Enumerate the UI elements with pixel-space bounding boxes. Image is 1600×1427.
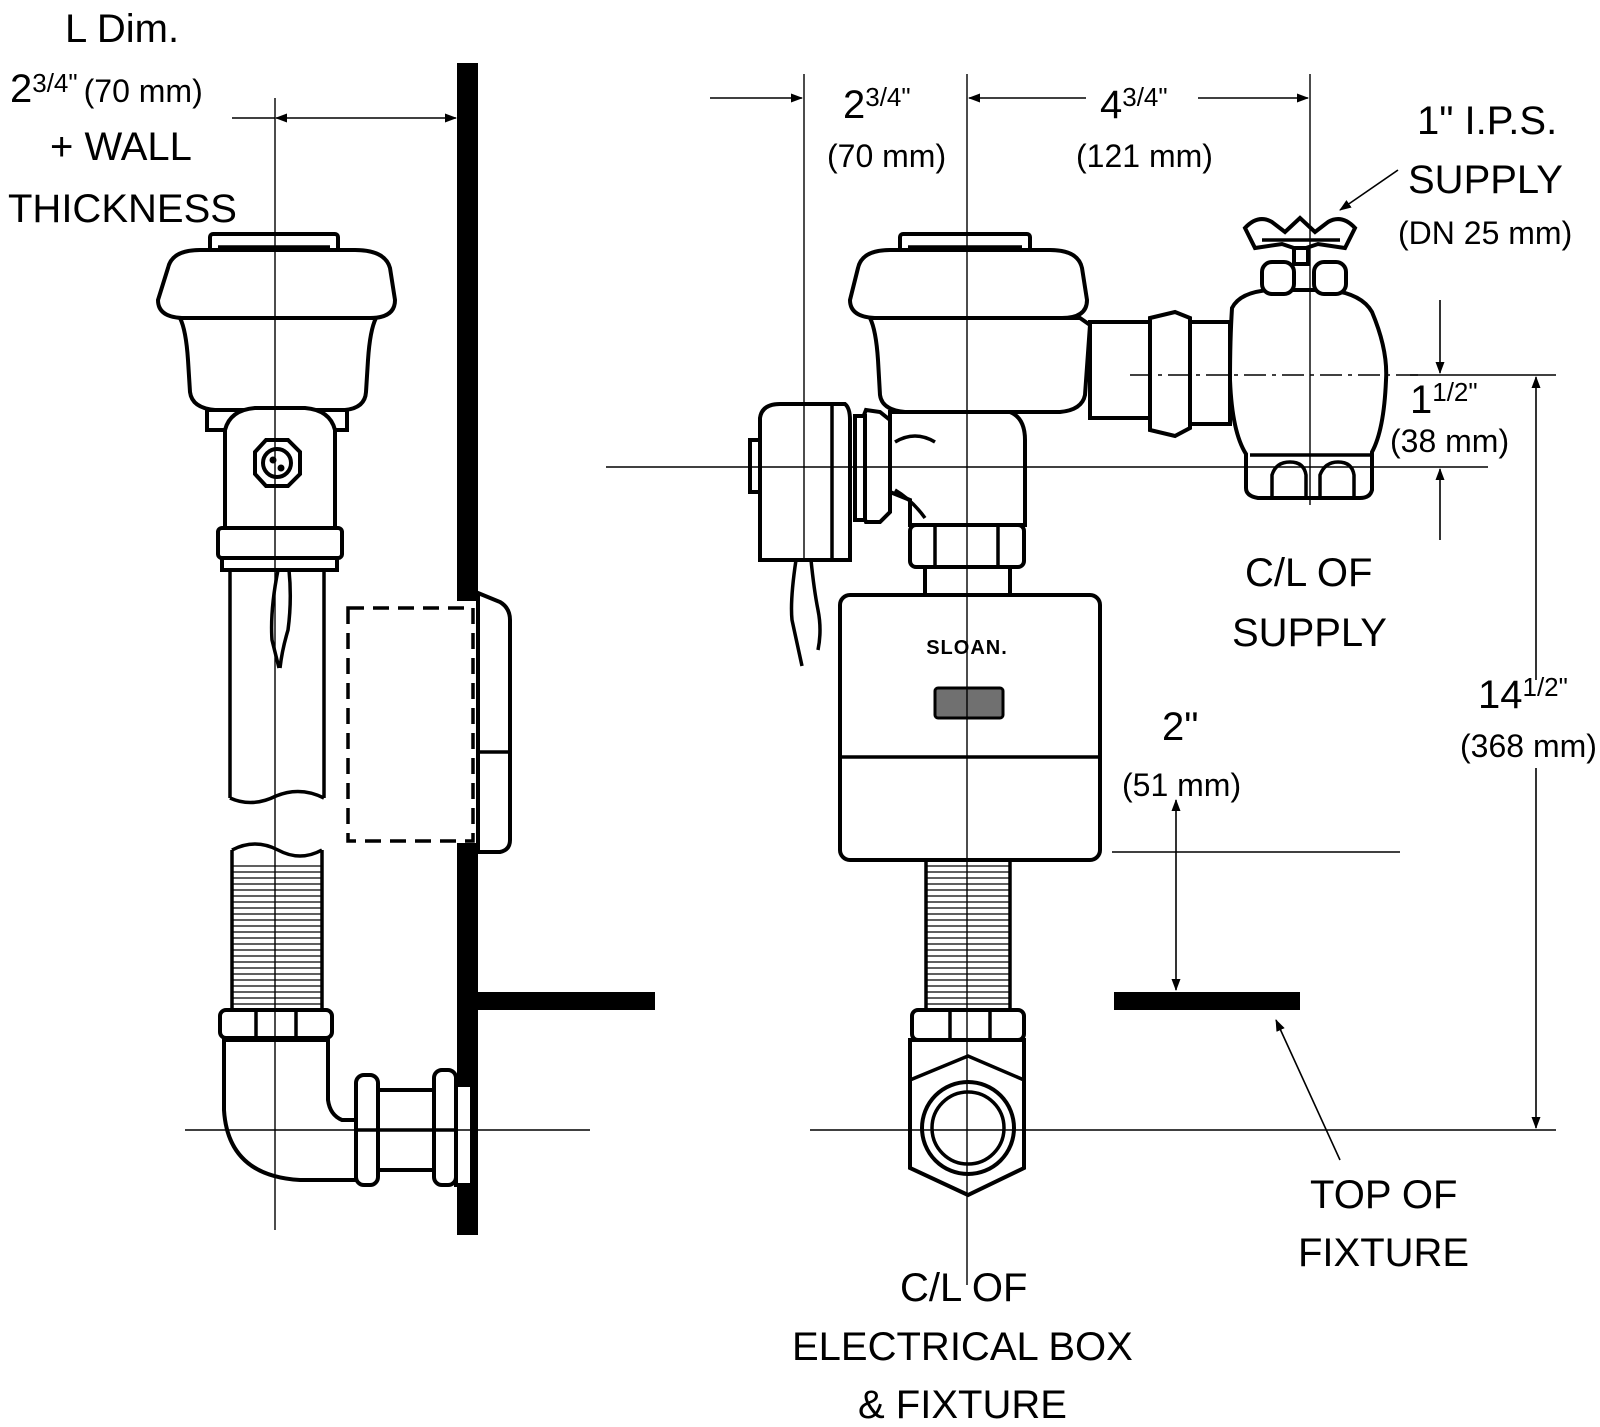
top-fixture-2: FIXTURE: [1298, 1231, 1469, 1275]
cl-supply-2: SUPPLY: [1232, 611, 1387, 655]
supply-coupling: [1148, 309, 1192, 439]
cl-box-2: ELECTRICAL BOX: [792, 1325, 1133, 1369]
front-tube-ribs: [926, 865, 1010, 1005]
front-wires: [789, 559, 822, 667]
stop-valve-body: [1227, 288, 1389, 500]
front-solenoid-box: [758, 402, 852, 562]
dim-total-value: 141/2": [1478, 672, 1568, 717]
cl-box-1: C/L OF: [900, 1266, 1027, 1310]
side-valve-body: [176, 316, 380, 412]
dim-rise-metric: (38 mm): [1390, 423, 1509, 459]
front-valve-dome: [847, 248, 1090, 320]
cl-supply-1: C/L OF: [1245, 551, 1372, 595]
side-wires: [269, 569, 293, 669]
supply-pipe: [1088, 320, 1152, 420]
fixture-leader: [1275, 1019, 1341, 1161]
side-tube-ribs: [232, 865, 322, 1005]
cl-box-3: & FIXTURE: [858, 1383, 1067, 1427]
dim-total-metric: (368 mm): [1460, 728, 1597, 764]
l-dim-label: L Dim.: [65, 7, 179, 51]
fixture-slab-side: [478, 992, 655, 1010]
dim-left-value: 23/4": [843, 82, 911, 127]
dim-box-metric: (51 mm): [1122, 767, 1241, 803]
sensor-box: [838, 593, 1102, 862]
sensor-window: [933, 686, 1005, 720]
front-valve-body: [866, 316, 1093, 414]
side-view: L Dim. 23/4"(70 mm) + WALL THICKNESS: [8, 7, 655, 1235]
wall-escutcheon: [476, 590, 512, 854]
stop-valve-handle: [1242, 215, 1358, 253]
side-valve-dome: [155, 248, 398, 320]
front-view: SLOAN.: [606, 74, 1597, 1427]
supply-leader: [1339, 169, 1399, 211]
l-dim-value: 23/4"(70 mm): [10, 67, 203, 111]
wall-upper: [457, 63, 478, 601]
supply-label-2: SUPPLY: [1408, 158, 1563, 202]
top-fixture-1: TOP OF: [1310, 1173, 1457, 1217]
side-elbow: [222, 1038, 358, 1182]
supply-label-3: (DN 25 mm): [1398, 215, 1572, 251]
l-dim-plus-wall: + WALL: [50, 125, 192, 169]
electrical-box-outline: [346, 606, 475, 843]
dim-box-value: 2": [1162, 705, 1198, 749]
dim-supply-value: 43/4": [1100, 82, 1168, 127]
l-dim-thickness: THICKNESS: [8, 187, 237, 231]
front-lower-body: [888, 410, 1027, 527]
dim-supply-metric: (121 mm): [1076, 138, 1213, 174]
supply-label-1: 1" I.P.S.: [1417, 99, 1557, 143]
fixture-slab-front: [1114, 992, 1300, 1010]
dim-left-metric: (70 mm): [827, 138, 946, 174]
dim-rise-value: 11/2": [1410, 377, 1478, 422]
